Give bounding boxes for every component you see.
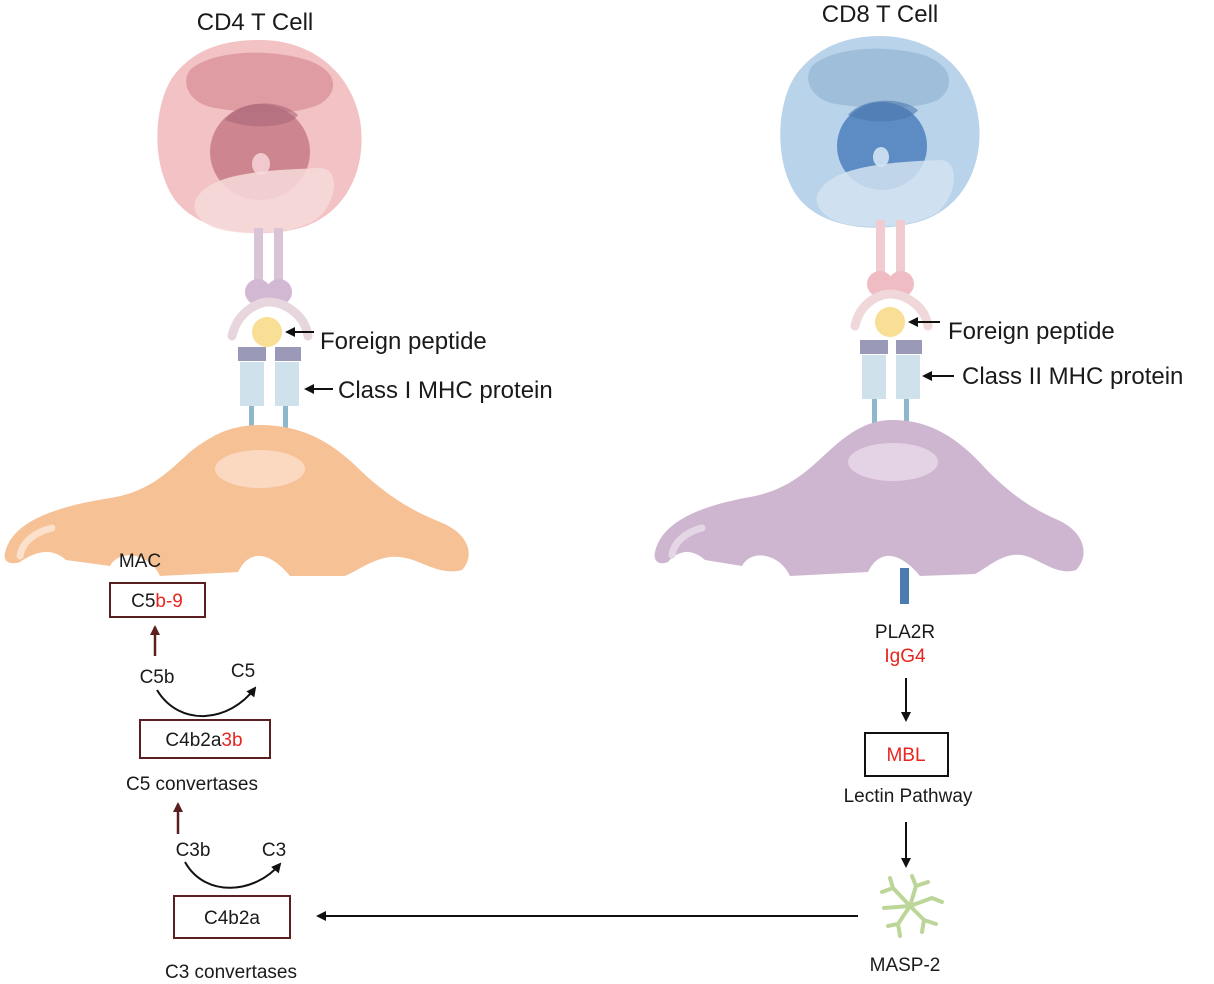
c3-convertases-label: C3 convertases	[165, 962, 297, 983]
c4b2a-label: C4b2a	[204, 908, 260, 929]
c5-label: C5	[231, 661, 255, 682]
c3-label: C3	[262, 840, 286, 861]
antigen-presenting-cell-icon	[4, 425, 469, 576]
right-mhc-label: Class II MHC protein	[962, 363, 1183, 390]
cd8-t-cell-icon	[780, 36, 980, 331]
igg4-label: IgG4	[884, 646, 926, 667]
cd8-title: CD8 T Cell	[822, 1, 938, 28]
cd4-title: CD4 T Cell	[197, 9, 313, 36]
c5-convertases-label: C5 convertases	[126, 774, 258, 795]
left-mhc-label: Class I MHC protein	[338, 377, 553, 404]
c4b2a-box	[173, 895, 291, 939]
c5b-label: C5b	[140, 667, 175, 688]
mbl-label: MBL	[886, 745, 925, 766]
pla2r-label: PLA2R	[875, 622, 935, 643]
left-peptide-label: Foreign peptide	[320, 328, 487, 355]
antigen-presenting-cell-right-icon	[654, 420, 1084, 604]
c4b2a3b-label: C4b2a3b	[165, 730, 242, 751]
mbl-box	[864, 732, 949, 777]
c5b9-box	[109, 582, 206, 618]
masp-2-icon	[880, 874, 944, 938]
masp2-label: MASP-2	[870, 955, 941, 976]
class-i-mhc-icon	[238, 317, 301, 440]
right-peptide-label: Foreign peptide	[948, 318, 1115, 345]
class-ii-mhc-icon	[860, 307, 922, 431]
lectin-pathway-label: Lectin Pathway	[844, 786, 973, 807]
c5b9-label: C5b-9	[131, 591, 183, 612]
c5-conversion-arc	[156, 686, 257, 717]
cd4-t-cell-icon	[157, 40, 362, 341]
c4b2a3b-box	[139, 719, 271, 759]
mac-label: MAC	[119, 551, 161, 572]
c3-conversion-arc	[184, 861, 282, 889]
c3b-label: C3b	[176, 840, 211, 861]
